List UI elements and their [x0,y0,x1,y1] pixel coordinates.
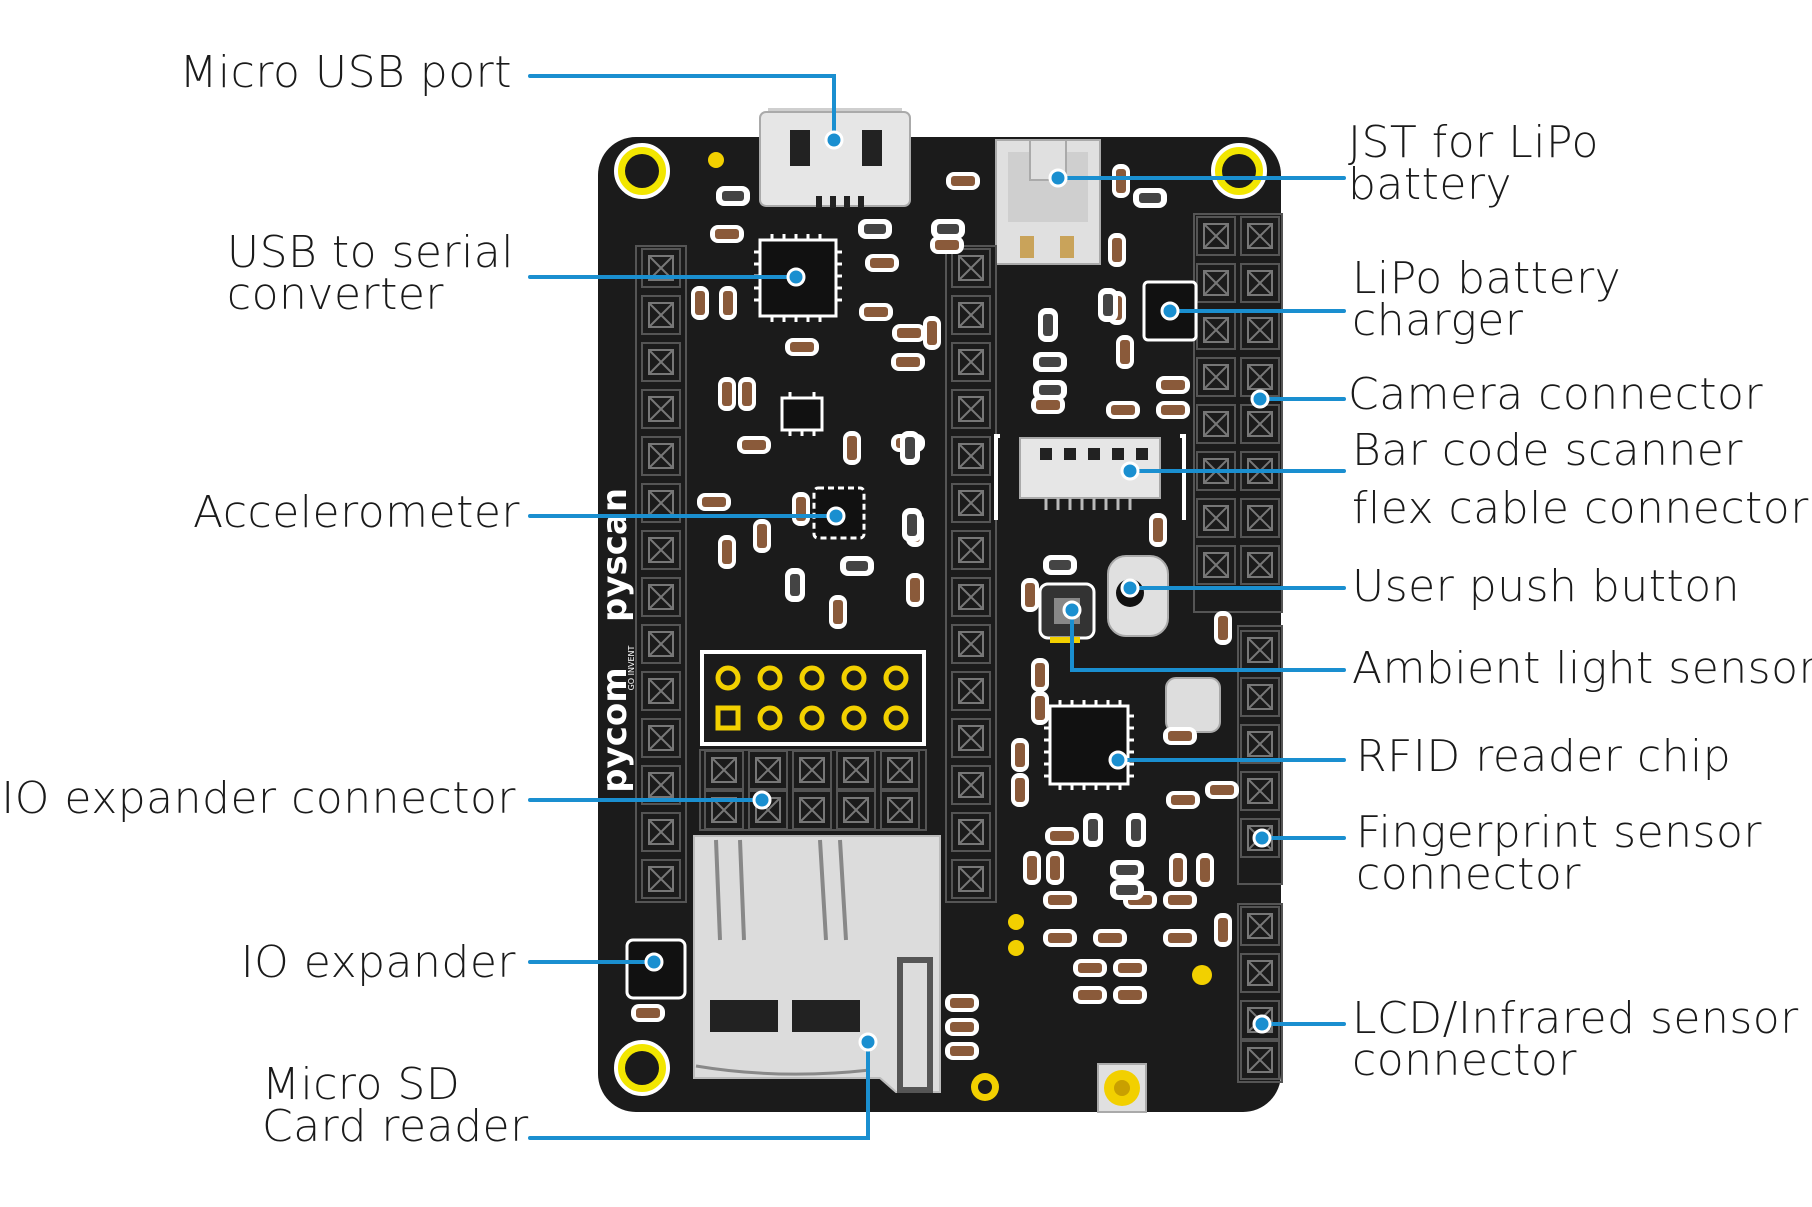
dot-io-expander [644,952,664,972]
sot-component [780,392,824,436]
label-lipo-battery-charger: LiPo battery charger [1352,253,1622,346]
dot-jst [1048,168,1068,188]
dot-accelerometer [826,506,846,526]
middle-pin-header [945,245,997,903]
mounting-hole-bottom-right [971,1073,999,1101]
dot-barcode [1120,461,1140,481]
left-pin-header [635,245,687,903]
label-bar-code-scanner-connector: Bar code scanner flex cable connector [1352,425,1809,534]
label-jst-lipo-battery: JST for LiPo battery [1348,117,1599,210]
label-lcd-infrared-sensor-connector: LCD/Infrared sensor connector [1352,993,1799,1086]
fingerprint-connector-shape [1237,625,1283,885]
leader-dots [644,130,1272,1052]
brand-pycom: pycom [595,667,635,792]
mounting-hole-top-right [1211,143,1267,199]
label-io-expander-connector: IO expander connector [1,773,516,824]
mounting-hole-top-left [614,143,670,199]
dot-fingerprint [1252,828,1272,848]
silkscreen-branding: pyscan pycom GO INVENT [595,488,636,793]
leader-micro-usb [528,74,836,142]
label-rfid-reader-chip: RFID reader chip [1356,731,1732,782]
camera-connector-shape [1193,213,1283,613]
label-fingerprint-sensor-connector: Fingerprint sensor connector [1356,807,1762,900]
dot-camera [1250,389,1270,409]
dot-micro-usb [824,130,844,150]
label-usb-to-serial: USB to serial converter [226,227,514,320]
label-camera-connector: Camera connector [1348,369,1764,420]
jst-connector-shape [995,139,1101,265]
label-ambient-light-sensor: Ambient light sensor [1352,643,1812,694]
label-io-expander: IO expander [240,937,516,988]
dot-micro-sd [858,1032,878,1052]
label-user-push-button: User push button [1352,561,1741,612]
micro-sd-reader-shape [693,835,941,1093]
crystal-component [1165,677,1221,733]
dot-rfid [1108,750,1128,770]
dot-push-button [1120,578,1140,598]
leader-lines [528,74,1346,1140]
dot-usb-serial [786,267,806,287]
dot-ambient-light [1062,600,1082,620]
brand-tagline: GO INVENT [627,645,636,690]
mounting-hole-bottom-left [614,1040,670,1096]
io-expander-header-pads [700,650,926,746]
push-button-shape [1107,555,1169,637]
io-expander-connector-shape [699,749,927,831]
dot-lipo [1160,301,1180,321]
label-micro-sd-card-reader: Micro SD Card reader [262,1059,529,1152]
antenna-connector-shape [1097,1063,1147,1113]
leader-ambient-light [1070,608,1346,672]
dot-io-expander-connector [752,790,772,810]
leader-micro-sd [528,1040,870,1140]
gold-test-pads [708,152,1212,985]
brand-pyscan: pyscan [595,488,635,622]
label-micro-usb-port: Micro USB port [179,47,512,98]
lcd-ir-connector-shape [1237,903,1283,1083]
rfid-chip-shape [1044,700,1134,790]
dot-lcd-ir [1252,1014,1272,1034]
label-accelerometer: Accelerometer [193,487,520,538]
